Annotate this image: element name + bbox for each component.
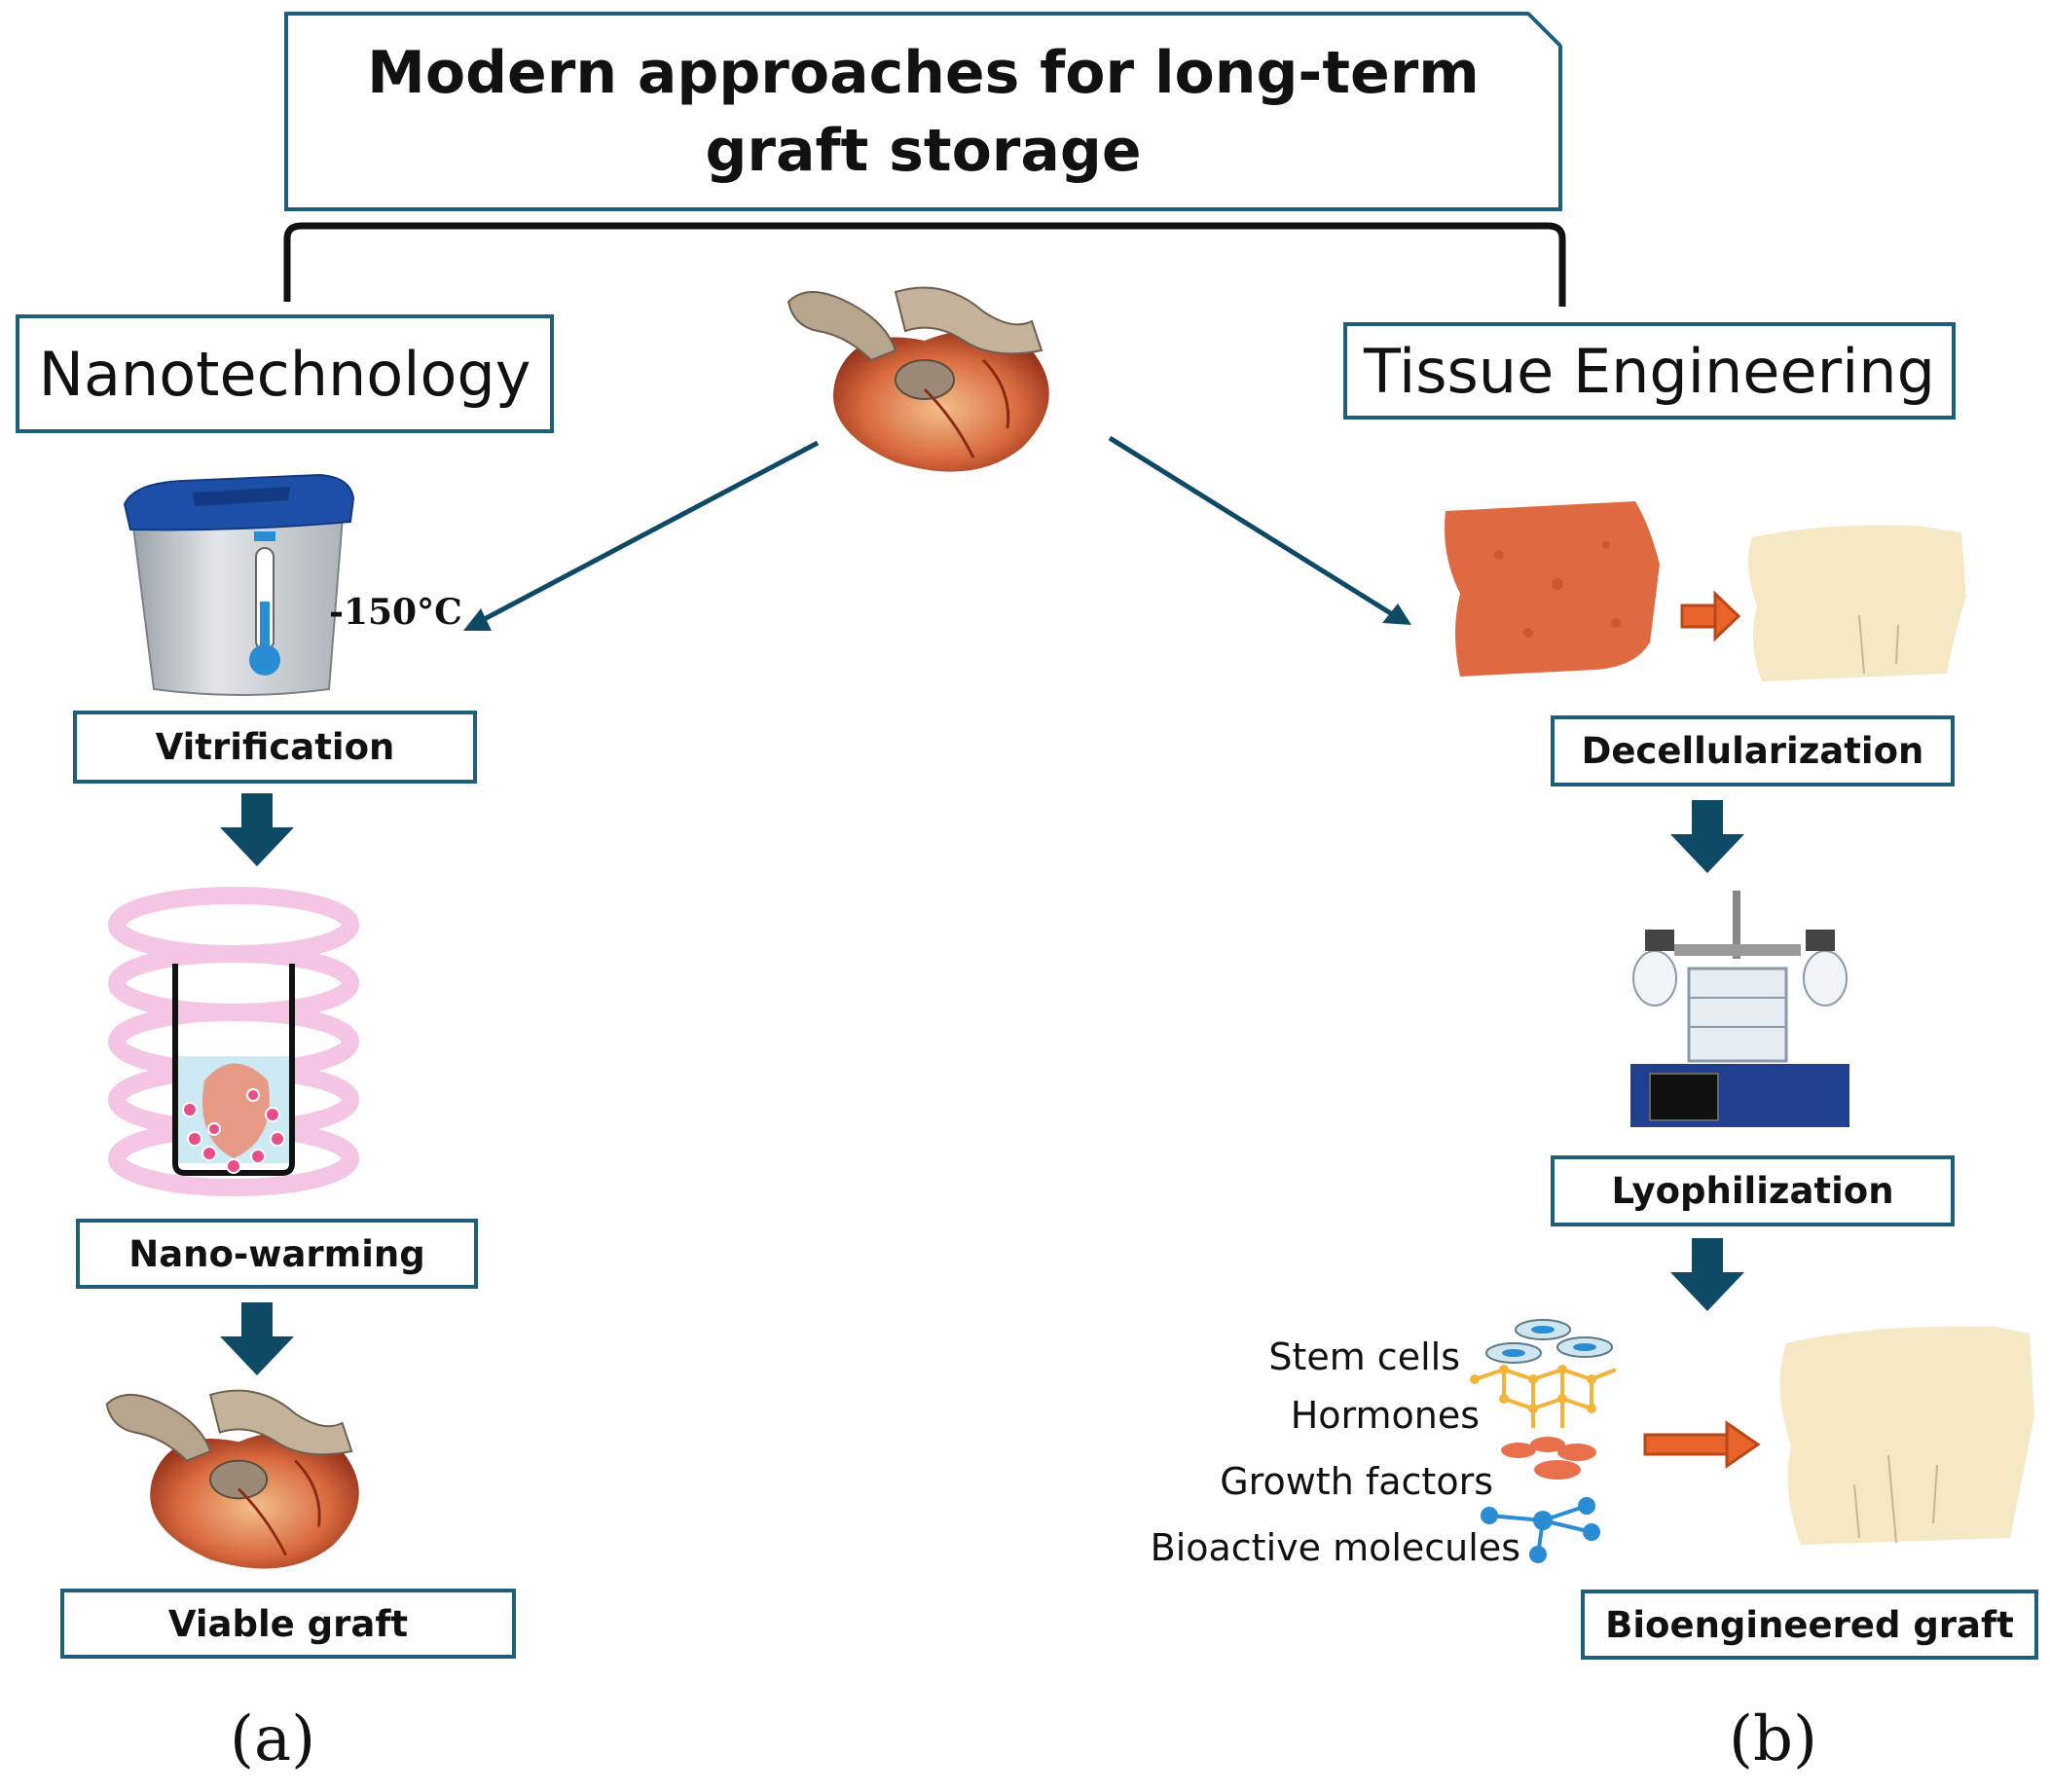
decellularization-label: Decellularization	[1581, 730, 1924, 772]
transfer-arrow-bioengineered	[1643, 1420, 1761, 1469]
heart-icon	[787, 286, 1049, 472]
viable-graft-box: Viable graft	[60, 1589, 516, 1659]
stem-cells-icon	[1485, 1319, 1613, 1364]
component-icons	[1470, 1319, 1617, 1563]
viable-heart-icon	[105, 1389, 359, 1569]
tissue-engineering-box: Tissue Engineering	[1343, 322, 1956, 420]
down-arrow-lyophilization	[1670, 1238, 1744, 1311]
vitrification-box: Vitrification	[73, 711, 477, 784]
component-bioactive-molecules: Bioactive molecules	[1150, 1526, 1520, 1569]
page-title: Modern approaches for long-term graft st…	[367, 38, 1480, 185]
down-arrow-vitrification	[220, 793, 294, 866]
lyophilization-box: Lyophilization	[1551, 1155, 1955, 1226]
arrow-to-decellularization	[1108, 435, 1411, 625]
freeze-dryer-icon	[1630, 891, 1849, 1127]
nanotechnology-box: Nanotechnology	[16, 314, 554, 433]
growth-factors-icon	[1501, 1437, 1596, 1480]
cryo-cooler-icon	[123, 473, 355, 696]
nano-warming-coil-icon	[108, 887, 359, 1196]
component-growth-factors: Growth factors	[1220, 1460, 1493, 1503]
bioengineered-tissue-icon	[1779, 1326, 2034, 1545]
nanotechnology-label: Nanotechnology	[38, 338, 531, 410]
component-hormones: Hormones	[1290, 1394, 1480, 1437]
branch-bracket	[283, 222, 1566, 307]
nano-warming-label: Nano-warming	[128, 1232, 425, 1275]
decellularization-box: Decellularization	[1551, 715, 1955, 786]
bioengineered-graft-label: Bioengineered graft	[1605, 1603, 2014, 1646]
thermometer-icon	[249, 547, 280, 676]
bioactive-molecules-icon	[1481, 1497, 1600, 1563]
arrow-to-vitrification	[463, 440, 820, 631]
component-stem-cells: Stem cells	[1268, 1335, 1460, 1378]
lyophilization-label: Lyophilization	[1611, 1170, 1894, 1212]
raw-tissue-icon	[1445, 501, 1660, 677]
panel-label-a: (a)	[230, 1703, 316, 1775]
transfer-arrow-decell	[1680, 590, 1741, 642]
bioengineered-graft-box: Bioengineered graft	[1581, 1590, 2038, 1660]
title-box: Modern approaches for long-term graft st…	[284, 12, 1562, 211]
down-arrow-decellularization	[1670, 800, 1744, 873]
down-arrow-nano-warming	[220, 1302, 294, 1375]
panel-label-b: (b)	[1729, 1703, 1817, 1775]
title-box-corner	[1526, 12, 1562, 48]
nano-warming-box: Nano-warming	[76, 1219, 478, 1289]
temperature-label: -150°C	[329, 592, 462, 633]
vitrification-label: Vitrification	[155, 726, 395, 768]
viable-graft-label: Viable graft	[167, 1602, 409, 1645]
decellularized-tissue-icon	[1748, 525, 1966, 681]
tissue-engineering-label: Tissue Engineering	[1364, 335, 1935, 407]
